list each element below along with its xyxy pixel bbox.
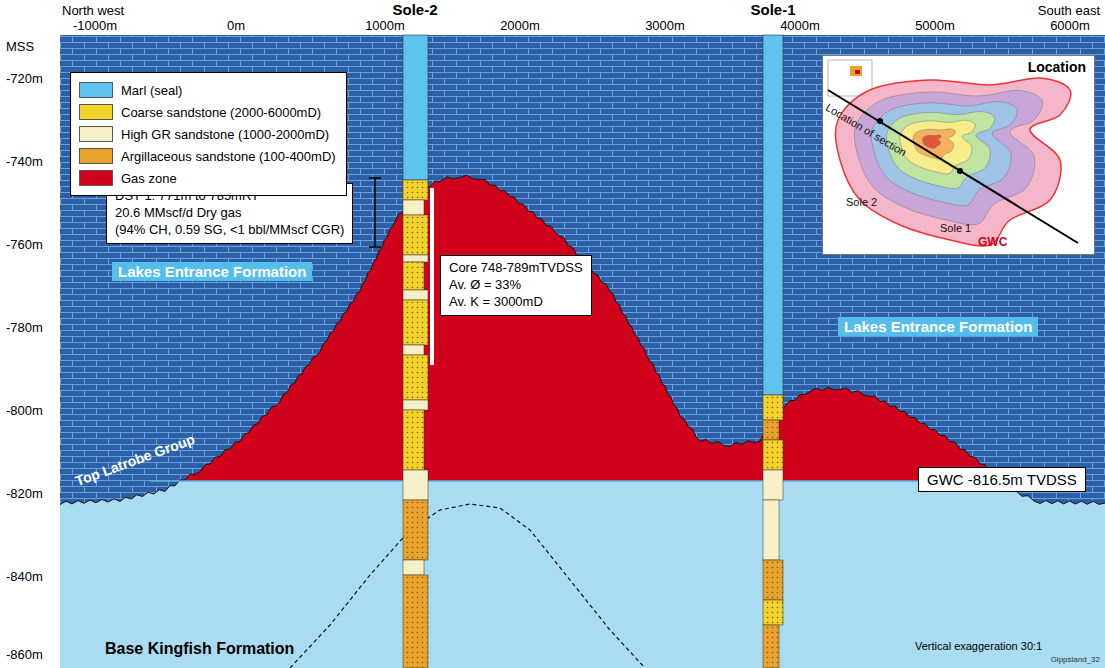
legend-swatch [79, 126, 113, 142]
gwc-box: GWC -816.5m TVDSS [918, 467, 1086, 492]
well-name: Sole-1 [750, 1, 795, 18]
mini-map [828, 60, 872, 96]
node-text: (94% CH, 0.59 SG, <1 bbl/MMscf CGR) [115, 222, 344, 239]
legend-swatch [79, 148, 113, 164]
axis-tick: 3000m [645, 19, 685, 34]
node-text: Core 748-789mTVDSS [449, 260, 583, 277]
depth-tick: -860m [6, 648, 43, 663]
depth-tick: -740m [6, 155, 43, 170]
node-text: Location [823, 56, 1094, 75]
axis-tick: 0m [227, 19, 245, 34]
top-latrobe-surface [60, 175, 1105, 504]
node-text: Av. K = 3000mD [449, 294, 583, 311]
legend-text: High GR sandstone (1000-2000mD) [121, 127, 329, 142]
legend-text: Argillaceous sandstone (100-400mD) [121, 149, 336, 164]
legend-swatch [79, 82, 113, 98]
node-text: Av. Ø = 33% [449, 277, 583, 294]
well-dot [957, 168, 963, 174]
figure-id: Gippsland_32 [1051, 655, 1100, 664]
marl-seal [60, 35, 1105, 668]
node-text: GWC -816.5m TVDSS [927, 471, 1077, 488]
legend-text: Gas zone [121, 171, 177, 186]
legend-row: Argillaceous sandstone (100-400mD) [79, 145, 336, 167]
map-contact-label: GWC [978, 236, 1007, 250]
depth-tick: -840m [6, 570, 43, 585]
core-bar [430, 188, 434, 365]
gwc-line [150, 480, 1045, 482]
well-sole-2 [403, 35, 428, 668]
legend-text: Marl (seal) [121, 83, 182, 98]
axis-tick: 1000m [365, 19, 405, 34]
inset-ground [822, 55, 1095, 255]
depth-tick: -780m [6, 321, 43, 336]
axis-tick: 6000m [1050, 19, 1090, 34]
legend-row: Gas zone [79, 167, 336, 189]
axis-tick: 4000m [780, 19, 820, 34]
legend-box: Marl (seal) Coarse sandstone (2000-6000mD… [70, 72, 347, 196]
depth-tick: -820m [6, 487, 43, 502]
map-contour [922, 135, 941, 148]
axis-title: North west [62, 4, 124, 19]
formation-label: Lakes Entrance Formation [112, 262, 312, 281]
depth-tick: -720m [6, 72, 43, 87]
well-dot [877, 118, 883, 124]
legend-row: Marl (seal) [79, 79, 336, 101]
section-line [828, 90, 1078, 243]
dst-bracket [369, 178, 381, 247]
scale-note: Vertical exaggeration 30:1 [915, 640, 1042, 653]
core-box: Core 748-789mTVDSSAv. Ø = 33%Av. K = 300… [440, 255, 592, 316]
horizon-label: Base Kingfish Formation [105, 640, 294, 658]
formation-label: Lakes Entrance Formation [838, 317, 1038, 336]
map-well-label: Sole 1 [940, 222, 971, 235]
axis-title: South east [1038, 4, 1100, 19]
legend-text: Coarse sandstone (2000-6000mD) [121, 105, 321, 120]
legend-swatch [79, 104, 113, 120]
axis-unit: MSS [6, 40, 34, 55]
depth-tick: -760m [6, 238, 43, 253]
map-contour [835, 78, 1070, 246]
axis-tick: -1000m [73, 19, 117, 34]
legend-row: Coarse sandstone (2000-6000mD) [79, 101, 336, 123]
legend-swatch [79, 170, 113, 186]
axis-tick: 5000m [915, 19, 955, 34]
base-kingfish-line [290, 504, 645, 668]
legend-row: High GR sandstone (1000-2000mD) [79, 123, 336, 145]
depth-tick: -800m [6, 404, 43, 419]
node-text: 20.6 MMscf/d Dry gas [115, 205, 344, 222]
map-contour [900, 120, 975, 174]
map-well-label: Sole 2 [846, 196, 877, 209]
well-name: Sole-2 [392, 1, 437, 18]
axis-tick: 2000m [500, 19, 540, 34]
well-sole-1 [763, 35, 783, 668]
